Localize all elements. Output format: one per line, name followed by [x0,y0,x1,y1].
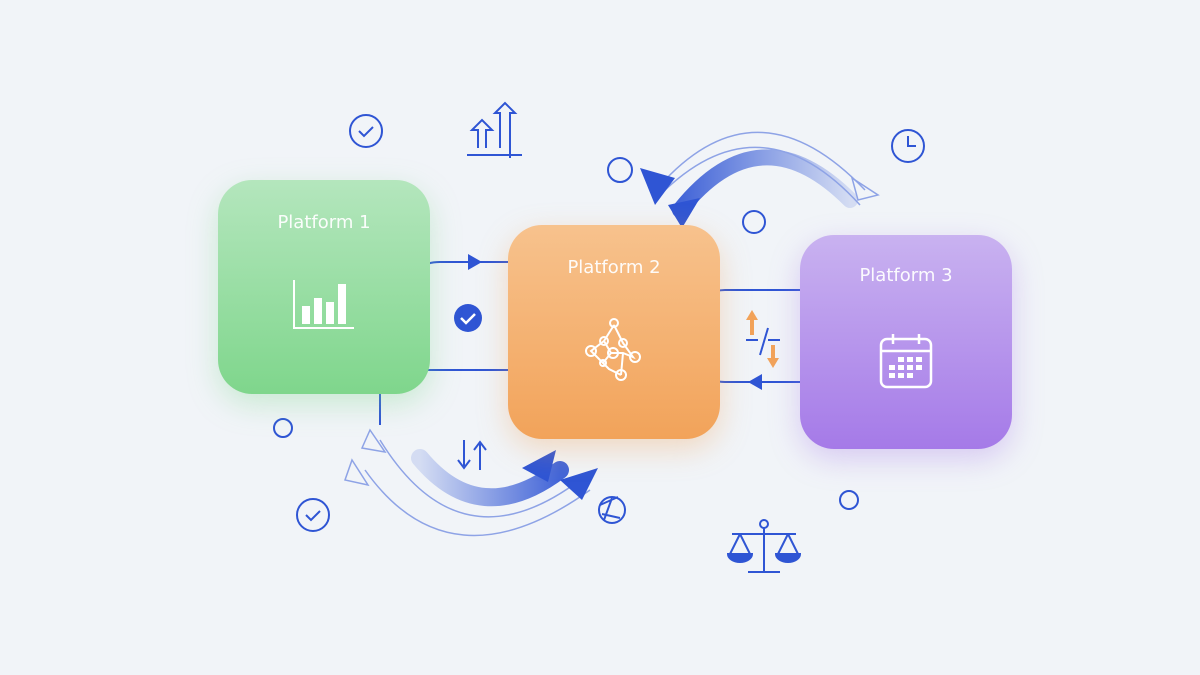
platform-title: Platform 3 [859,265,953,286]
swap-arrows-icon [457,440,487,470]
exchange-rate-icon [746,310,780,368]
network-icon [585,318,641,381]
platform-3-card[interactable]: Platform 3 [800,235,1012,449]
growth-arrow-icon [467,101,522,158]
bottom-sync-arrows [344,428,598,537]
calendar-icon [879,334,933,389]
decor-circle [273,418,293,438]
check-badge-icon [454,304,482,332]
platform-title: Platform 1 [277,212,371,233]
bar-chart-icon [293,280,354,329]
platform-2-card[interactable]: Platform 2 [508,225,720,439]
clock-icon [891,129,925,163]
platform-1-card[interactable]: Platform 1 [218,180,430,394]
balance-scale-icon [726,519,802,573]
decor-circle [742,210,766,234]
top-sync-arrows [640,131,880,228]
decor-circle [607,157,633,183]
aperture-icon [598,496,626,524]
check-circle-icon [296,498,330,532]
check-circle-icon [349,114,383,148]
decor-circle [839,490,859,510]
platform-title: Platform 2 [567,257,661,278]
